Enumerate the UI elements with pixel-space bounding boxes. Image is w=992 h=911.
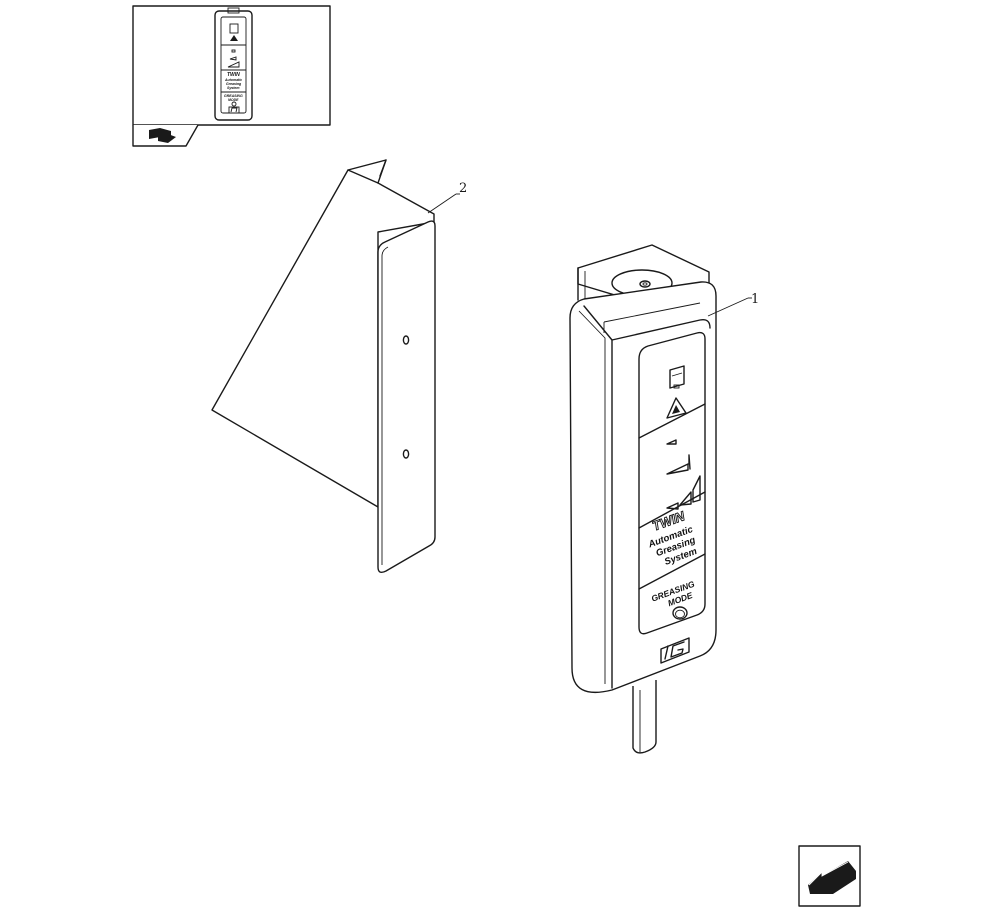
bracket-hole-lower (402, 449, 410, 459)
book-hand-icon (149, 128, 176, 143)
callout-2-label: 2 (459, 181, 467, 196)
callout-1-label: 1 (751, 292, 759, 307)
thumbnail-brand: TWIN (227, 72, 240, 78)
callout-1: 1 (707, 292, 759, 317)
callout-2: 2 (427, 181, 467, 214)
thumbnail-control-unit: TWIN Automatic Greasing System GREASING … (214, 7, 253, 121)
previous-page-button[interactable] (798, 845, 861, 907)
thumbnail-line2: Greasing (226, 82, 242, 86)
manufacturer-logo (660, 637, 690, 664)
thumbnail-mode-line2: MODE (228, 98, 239, 102)
greasing-mode-button[interactable] (672, 606, 688, 620)
arrow-back-icon (808, 861, 856, 894)
grease-level-indicator (666, 439, 701, 510)
control-unit: TWIN Automatic Greasing System GREASING … (569, 244, 717, 754)
warning-triangle-icon (666, 397, 687, 419)
thumbnail-line1: Automatic (224, 78, 242, 82)
thumbnail-line3: System (227, 86, 239, 90)
mounting-bracket (211, 159, 436, 574)
thumbnail-panel[interactable]: TWIN Automatic Greasing System GREASING … (132, 5, 331, 147)
thumbnail-mode-line1: GREASING (224, 94, 243, 98)
grease-tank-icon (669, 365, 685, 389)
bracket-hole-upper (402, 335, 410, 345)
